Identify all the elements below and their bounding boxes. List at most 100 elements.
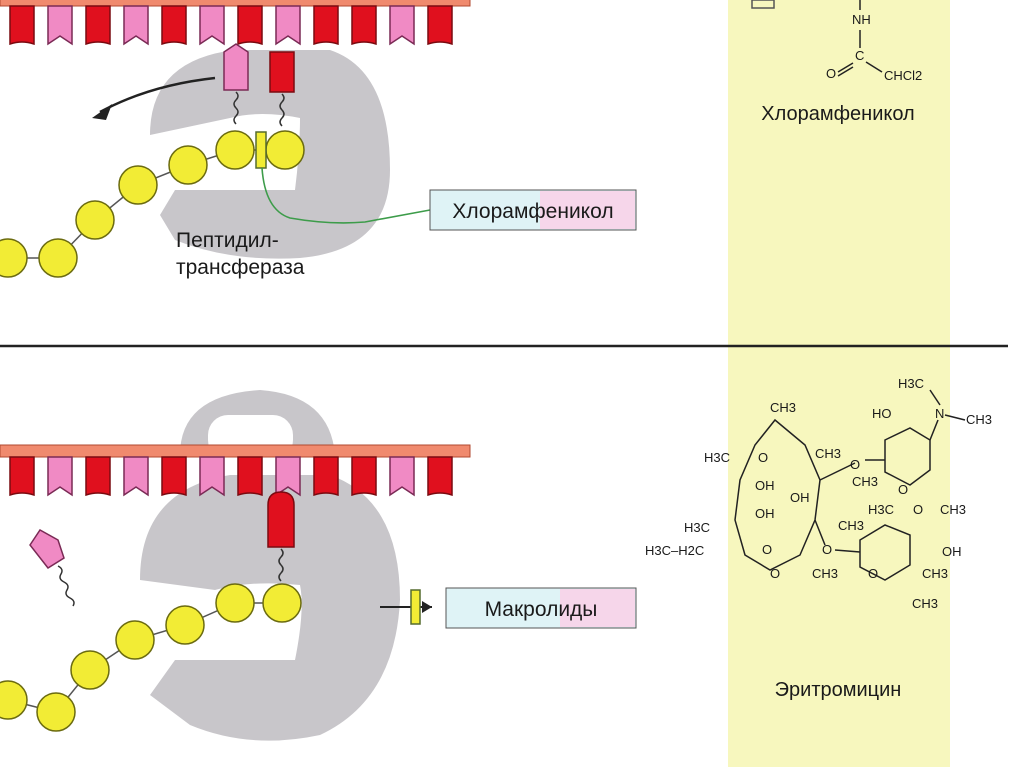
drug-structures-panel bbox=[728, 0, 950, 767]
top-panel: Пептидил- трансфераза Хлорамфеникол bbox=[0, 0, 637, 279]
ery-atom-27: CH3 bbox=[912, 596, 938, 611]
codon-tab bbox=[85, 5, 111, 46]
chloramphenicol-name: Хлорамфеникол bbox=[761, 103, 914, 125]
ery-atom-6: CH3 bbox=[838, 518, 864, 533]
ery-atom-15: O bbox=[850, 457, 860, 472]
peptide-chain-bottom bbox=[0, 583, 302, 732]
ery-atom-23: O bbox=[913, 502, 923, 517]
codon-tab bbox=[275, 456, 301, 497]
ery-atom-18: CH3 bbox=[966, 412, 992, 427]
amino-acid-bead bbox=[168, 145, 208, 185]
amino-acid-bead bbox=[165, 605, 205, 645]
amino-acid-bead bbox=[38, 238, 78, 278]
codon-tab bbox=[427, 5, 453, 46]
trna-p-site-top bbox=[223, 43, 249, 125]
ery-atom-9: H3C–H2C bbox=[645, 543, 704, 558]
connector-line-top bbox=[261, 167, 431, 224]
trna-a-site-bottom bbox=[267, 491, 295, 582]
erythromycin-name: Эритромицин bbox=[775, 679, 902, 701]
codon-tab bbox=[85, 456, 111, 497]
antibiotic-box-tint-bottom bbox=[560, 589, 635, 627]
ery-atom-2: O bbox=[758, 450, 768, 465]
codon-tab bbox=[123, 456, 149, 497]
ery-atom-5: OH bbox=[790, 490, 810, 505]
chlor-atom-nh: NH bbox=[852, 12, 871, 27]
ery-atom-0: CH3 bbox=[770, 400, 796, 415]
codon-tab bbox=[47, 5, 73, 46]
ribosome-top bbox=[150, 50, 390, 259]
released-trna-bottom bbox=[29, 529, 75, 607]
ery-atom-26: CH3 bbox=[922, 566, 948, 581]
trna-a-site-top bbox=[269, 51, 295, 127]
amino-acid-bead bbox=[0, 680, 28, 720]
codon-row-bottom bbox=[9, 456, 453, 497]
amino-acid-bead bbox=[215, 130, 255, 170]
amino-acid-bead bbox=[265, 130, 305, 170]
chlor-atom-c: C bbox=[855, 48, 864, 63]
codon-tab bbox=[237, 5, 263, 46]
codon-tab bbox=[351, 456, 377, 497]
enzyme-label-line2: трансфераза bbox=[176, 256, 305, 279]
ery-atom-16: H3C bbox=[898, 376, 924, 391]
codon-tab bbox=[275, 5, 301, 46]
chloramphenicol-marker bbox=[255, 131, 267, 169]
ery-atom-4: OH bbox=[755, 478, 775, 493]
codon-tab bbox=[313, 456, 339, 497]
amino-acid-bead bbox=[0, 238, 28, 278]
ery-atom-17: N bbox=[935, 406, 944, 421]
macrolide-arrow bbox=[380, 589, 432, 625]
codon-tab bbox=[9, 456, 35, 497]
codon-tab bbox=[161, 5, 187, 46]
mrna-strand-bottom bbox=[0, 444, 471, 458]
codon-tab bbox=[199, 456, 225, 497]
codon-tab bbox=[9, 5, 35, 46]
enzyme-label-line1: Пептидил- bbox=[176, 229, 279, 252]
ery-atom-25: O bbox=[868, 566, 878, 581]
ery-atom-13: O bbox=[822, 542, 832, 557]
ery-atom-3: CH3 bbox=[815, 446, 841, 461]
ery-atom-1: H3C bbox=[704, 450, 730, 465]
mrna-strand-top bbox=[0, 0, 471, 7]
codon-row-top bbox=[9, 5, 453, 46]
macrolides-box-label: Макролиды bbox=[485, 598, 598, 621]
codon-tab bbox=[237, 456, 263, 497]
antibiotic-box-tint-top bbox=[540, 191, 635, 229]
ery-atom-20: O bbox=[898, 482, 908, 497]
codon-tab bbox=[161, 456, 187, 497]
ribosome-bottom-large bbox=[140, 475, 400, 741]
ery-atom-21: CH3 bbox=[940, 502, 966, 517]
amino-acid-bead bbox=[262, 583, 302, 623]
amino-acid-bead bbox=[75, 200, 115, 240]
ery-atom-22: H3C bbox=[868, 502, 894, 517]
trna-exit-arrow bbox=[92, 76, 216, 120]
codon-tab bbox=[427, 456, 453, 497]
ery-atom-11: O bbox=[770, 566, 780, 581]
amino-acid-bead bbox=[115, 620, 155, 660]
chlor-atom-o: O bbox=[826, 66, 836, 81]
chloramphenicol-structure: NH C O CHCl2 Хлорамфеникол bbox=[751, 0, 922, 125]
codon-tab bbox=[313, 5, 339, 46]
peptide-chain-top bbox=[0, 130, 305, 278]
amino-acid-bead bbox=[70, 650, 110, 690]
ery-atom-14: CH3 bbox=[852, 474, 878, 489]
chloramphenicol-box-label: Хлорамфеникол bbox=[452, 200, 613, 223]
amino-acid-bead bbox=[215, 583, 255, 623]
amino-acid-bead bbox=[36, 692, 76, 732]
codon-tab bbox=[199, 5, 225, 46]
ery-atom-7: OH bbox=[755, 506, 775, 521]
codon-tab bbox=[389, 5, 415, 46]
ery-atom-10: O bbox=[762, 542, 772, 557]
amino-acid-bead bbox=[118, 165, 158, 205]
codon-tab bbox=[47, 456, 73, 497]
codon-tab bbox=[351, 5, 377, 46]
bottom-panel: Макролиды bbox=[0, 390, 637, 741]
codon-tab bbox=[123, 5, 149, 46]
ery-atom-19: HO bbox=[872, 406, 892, 421]
codon-tab bbox=[389, 456, 415, 497]
ery-atom-8: H3C bbox=[684, 520, 710, 535]
ery-atom-24: OH bbox=[942, 544, 962, 559]
ery-atom-12: CH3 bbox=[812, 566, 838, 581]
chlor-atom-chcl2: CHCl2 bbox=[884, 68, 922, 83]
erythromycin-structure: CH3 H3C O CH3 OH OH CH3 OH H3C H3C–H2C O… bbox=[645, 376, 992, 701]
